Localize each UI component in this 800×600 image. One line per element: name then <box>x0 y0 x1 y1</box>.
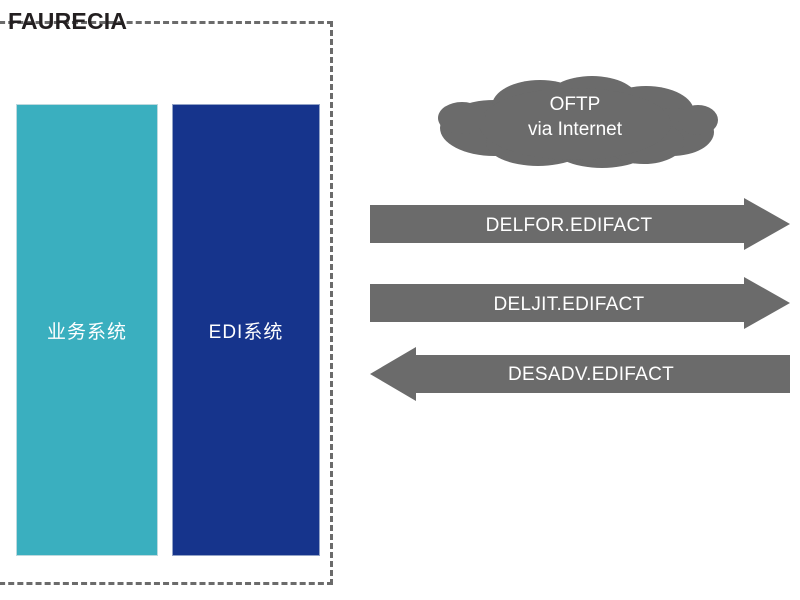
system-box-business-label: 业务系统 <box>46 321 127 343</box>
company-boundary <box>0 21 333 585</box>
page-title: FAURECIA <box>8 8 128 34</box>
system-box-edi[interactable]: EDI系统 <box>172 104 320 556</box>
arrow-right-icon <box>370 277 790 329</box>
cloud-icon <box>438 76 718 168</box>
system-box-business[interactable]: 业务系统 <box>16 104 158 556</box>
message-arrow-delfor[interactable]: DELFOR.EDIFACT <box>370 198 790 254</box>
arrow-left-icon <box>370 347 790 401</box>
arrow-right-icon <box>370 198 790 250</box>
message-arrow-deljit[interactable]: DELJIT.EDIFACT <box>370 277 790 333</box>
boundary-title-gap <box>0 36 142 54</box>
message-arrow-desadv[interactable]: DESADV.EDIFACT <box>370 347 790 403</box>
system-box-edi-label: EDI系统 <box>208 321 284 343</box>
network-cloud[interactable]: OFTP via Internet <box>432 72 718 168</box>
